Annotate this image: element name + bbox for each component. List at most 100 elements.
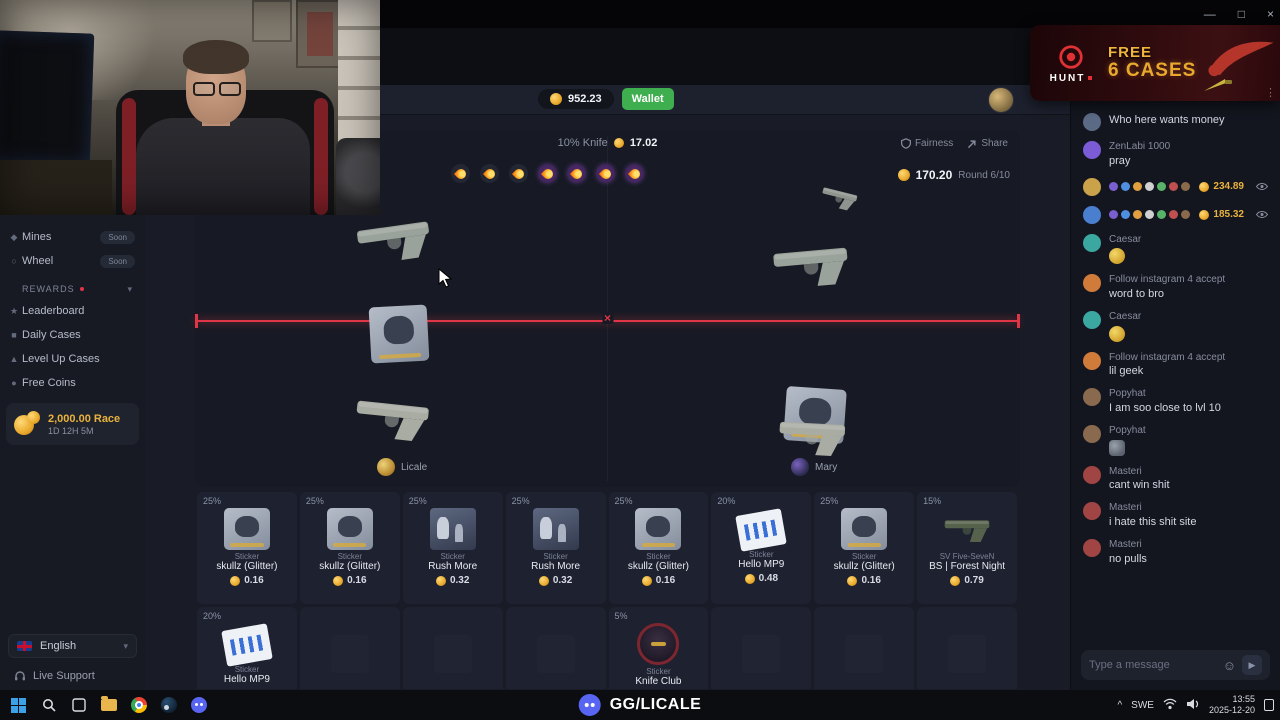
avatar[interactable] (1083, 539, 1101, 558)
start-button[interactable] (10, 697, 27, 714)
volume-icon[interactable] (1186, 698, 1200, 713)
item-name: skullz (Glitter) (216, 561, 278, 572)
player-mary[interactable]: Mary (791, 458, 837, 476)
chat-username[interactable]: Masteri (1109, 502, 1142, 514)
language-selector[interactable]: English ▾ (8, 634, 137, 658)
discord-icon[interactable] (190, 697, 207, 714)
coin-icon (950, 575, 961, 586)
rewards-section-header[interactable]: REWARDS ▾ (22, 283, 133, 295)
round-flame-icon (480, 164, 499, 183)
wallet-button[interactable]: Wallet (621, 88, 674, 110)
chat-username[interactable]: Caesar (1109, 311, 1142, 323)
case-item-card[interactable]: 25% Sticker skullz (Glitter) 0.16 (608, 492, 709, 604)
sidebar-item-label: Wheel (22, 255, 54, 267)
webcam-person-torso (136, 118, 310, 215)
clock[interactable]: 13:55 2025-12-20 (1209, 694, 1255, 717)
chrome-icon[interactable] (130, 697, 147, 714)
chat-username[interactable]: Popyhat (1109, 388, 1146, 400)
case-item-card[interactable]: 20% Sticker Hello MP9 (197, 607, 297, 689)
avatar[interactable] (1083, 233, 1101, 252)
watch-button[interactable] (1256, 182, 1268, 191)
chat-message: Masteri no pulls (1071, 534, 1280, 571)
race-banner[interactable]: 2,000.00 Race 1D 12H 5M (6, 403, 139, 445)
case-item-card[interactable]: 25% Sticker Rush More 0.32 (402, 492, 503, 604)
sidebar-item-free-coins[interactable]: ● Free Coins (0, 371, 145, 395)
send-button[interactable]: ▶ (1242, 655, 1262, 675)
chat-battle-result-row[interactable]: 234.89 (1071, 173, 1280, 201)
item-category: Sticker (851, 552, 877, 561)
file-explorer-icon[interactable] (100, 696, 117, 714)
avatar[interactable] (1083, 205, 1101, 224)
live-support-button[interactable]: Live Support (14, 670, 95, 682)
avatar[interactable] (1083, 425, 1101, 444)
chat-username[interactable]: Caesar (1109, 233, 1142, 245)
notification-center-icon[interactable] (1264, 699, 1274, 711)
item-price: 0.16 (197, 575, 297, 586)
maximize-icon[interactable]: □ (1237, 7, 1245, 21)
promo-options-icon[interactable]: ⋮ (1265, 87, 1276, 99)
avatar[interactable] (1083, 274, 1101, 293)
task-view-icon[interactable] (70, 697, 87, 714)
user-avatar[interactable] (988, 87, 1014, 113)
item-category: Sticker (337, 552, 363, 561)
drop-chance: 25% (203, 496, 222, 506)
chat-username[interactable]: ZenLabi 1000 (1109, 141, 1171, 152)
chat-text: word to bro (1109, 287, 1165, 300)
sidebar-item-mines[interactable]: ◆ Mines Soon (0, 225, 145, 249)
case-item-card[interactable]: 25% Sticker skullz (Glitter) 0.16 (814, 492, 915, 604)
chat-username[interactable]: Masteri (1109, 465, 1142, 477)
fairness-button[interactable]: Fairness (900, 138, 953, 149)
minimize-icon[interactable]: — (1203, 7, 1216, 21)
avatar[interactable] (1083, 311, 1101, 330)
case-item-card[interactable]: 20% Sticker Hello MP9 0.48 (711, 492, 812, 604)
keyboard-language[interactable]: SWE (1131, 699, 1154, 711)
soon-badge: Soon (100, 254, 135, 268)
steam-icon[interactable] (160, 697, 177, 714)
dagger-icon (1204, 79, 1233, 91)
search-icon[interactable] (40, 697, 57, 714)
avatar[interactable] (1083, 177, 1101, 196)
leaderboard-icon: ★ (9, 305, 19, 316)
case-item-card[interactable]: 25% Sticker skullz (Glitter) 0.16 (299, 492, 400, 604)
emoji-button[interactable]: ☺ (1222, 657, 1236, 673)
drop-chance: 25% (820, 496, 839, 506)
coin-icon (333, 575, 344, 586)
tray-expand-icon[interactable]: ^ (1117, 699, 1123, 711)
chat-text: I am soo close to lvl 10 (1109, 401, 1221, 414)
promo-banner[interactable]: HUNT FREE 6 CASES ⋮ (1030, 25, 1280, 101)
avatar[interactable] (1083, 351, 1101, 370)
avatar[interactable] (1083, 388, 1101, 407)
case-item-card[interactable]: 15% SV Five-SeveN BS | Forest Night 0.79 (917, 492, 1017, 604)
avatar[interactable] (1083, 113, 1101, 131)
drop-chance: 25% (511, 496, 530, 506)
sidebar-item-leaderboard[interactable]: ★ Leaderboard (0, 299, 145, 323)
chat-username[interactable]: Follow instagram 4 accept (1109, 274, 1226, 286)
case-item-card[interactable]: 5% Sticker Knife Club (608, 607, 709, 689)
item-placeholder (742, 635, 781, 673)
case-item-card[interactable]: 25% Sticker skullz (Glitter) 0.16 (197, 492, 297, 604)
coin-icon (897, 169, 910, 181)
chat-message-input[interactable] (1089, 659, 1217, 671)
avatar[interactable] (1083, 141, 1101, 159)
chat-battle-result-row[interactable]: 185.32 (1071, 201, 1280, 229)
chat-username[interactable]: Masteri (1109, 539, 1142, 551)
item-placeholder (330, 635, 369, 673)
chat-username[interactable]: Follow instagram 4 accept (1109, 351, 1226, 363)
player-licale[interactable]: Licale (377, 458, 427, 476)
chat-username[interactable]: Popyhat (1109, 425, 1146, 437)
wifi-icon[interactable] (1163, 698, 1177, 713)
close-icon[interactable]: × (1266, 7, 1274, 21)
case-item-card[interactable]: 25% Sticker Rush More 0.32 (505, 492, 606, 604)
sidebar-item-daily-cases[interactable]: ■ Daily Cases (0, 323, 145, 347)
share-button[interactable]: Share (967, 138, 1008, 149)
sidebar-item-level-up-cases[interactable]: ▲ Level Up Cases (0, 347, 145, 371)
sidebar-item-label: Free Coins (22, 377, 76, 389)
balance-pill[interactable]: 952.23 (538, 89, 614, 109)
avatar[interactable] (1083, 465, 1101, 484)
avatar[interactable] (1083, 502, 1101, 521)
sidebar-item-wheel[interactable]: ○ Wheel Soon (0, 249, 145, 273)
watch-button[interactable] (1256, 210, 1268, 219)
tray-time: 13:55 (1232, 693, 1255, 704)
sticker-knife-club-image (637, 623, 680, 665)
drop-chance: 25% (408, 496, 427, 506)
